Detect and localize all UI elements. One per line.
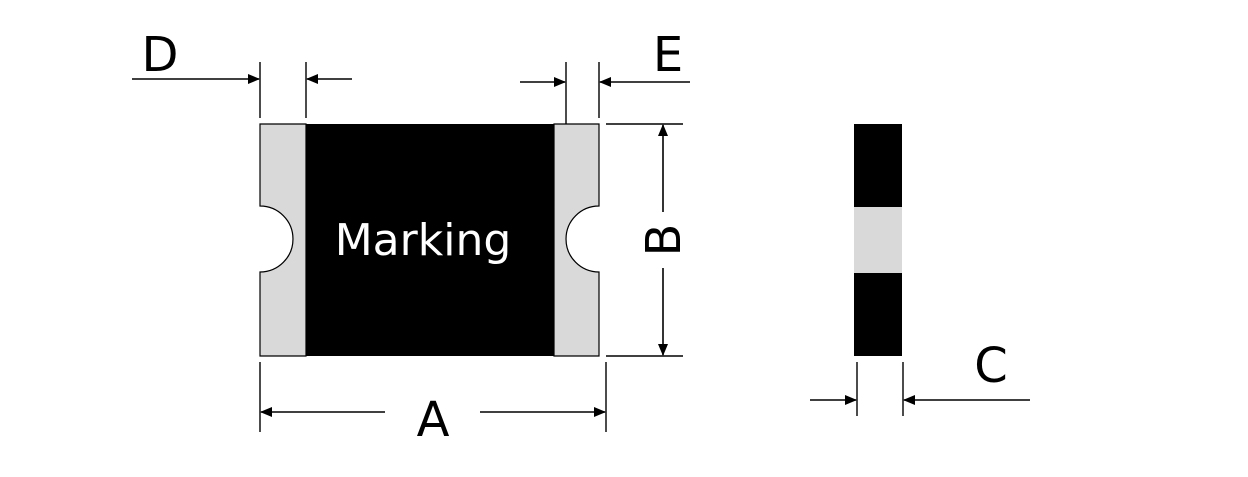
dimension-label-c: C [974, 338, 1008, 394]
component-body [306, 124, 554, 356]
component-top-view: Marking [259, 123, 600, 357]
dimension-a: A [259, 362, 607, 448]
dimension-label-a: A [417, 392, 450, 448]
marking-text: Marking [335, 215, 512, 266]
side-top-band [854, 124, 902, 207]
right-terminal [553, 123, 600, 357]
dimension-label-d: D [142, 27, 179, 83]
dimension-b: B [606, 123, 692, 357]
dimension-c: C [810, 338, 1030, 416]
dimension-e: E [520, 27, 690, 124]
dimension-label-e: E [653, 27, 683, 83]
component-side-view [854, 124, 902, 356]
dimension-label-b: B [636, 224, 692, 257]
left-terminal [259, 123, 307, 357]
side-bottom-band [854, 273, 902, 356]
dimension-d: D [132, 27, 352, 118]
side-middle-band [854, 207, 902, 273]
